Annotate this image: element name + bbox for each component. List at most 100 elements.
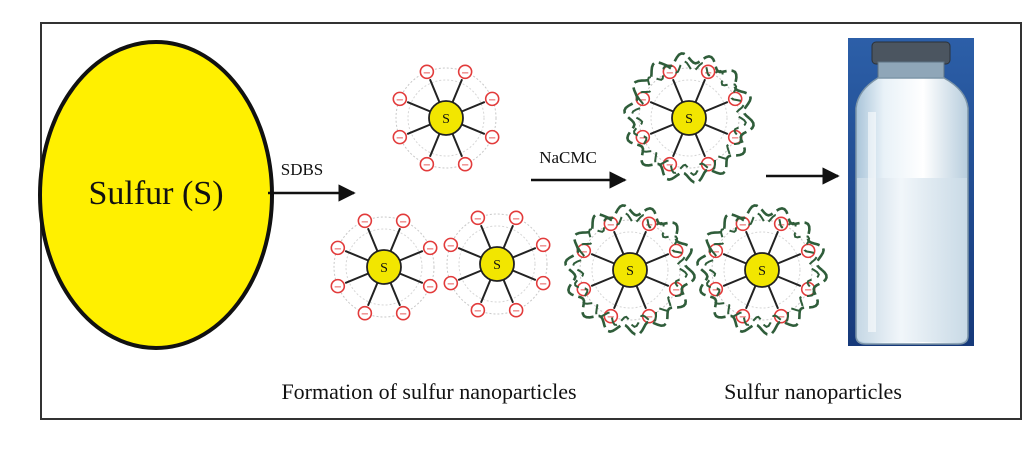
charge-sign: − xyxy=(607,220,615,231)
charge-sign: − xyxy=(672,285,680,296)
particle-core-label: S xyxy=(493,258,501,273)
charge-sign: − xyxy=(426,244,434,255)
surfactant-tail xyxy=(460,123,486,135)
surfactant-tail xyxy=(590,253,616,265)
particle-core xyxy=(744,252,780,288)
charge-sign: − xyxy=(396,95,404,106)
particle-core-label: S xyxy=(758,264,766,279)
surfactant-tail xyxy=(776,275,802,287)
surfactant-tail xyxy=(367,227,379,253)
nacmc-particle-right: −−−−−−−−S xyxy=(696,204,828,336)
negative-charge xyxy=(443,237,459,253)
surfactant-tail xyxy=(389,281,401,307)
charge-sign: − xyxy=(399,217,407,228)
surfactant-tail xyxy=(590,275,616,287)
step2-label: NaCMC xyxy=(539,148,597,167)
negative-charge xyxy=(419,156,435,172)
particle-core xyxy=(479,246,515,282)
surfactant-tail xyxy=(398,250,424,262)
charge-sign: − xyxy=(361,217,369,228)
guide-ring-inner xyxy=(591,231,669,309)
negative-charge xyxy=(457,156,473,172)
surfactant-tail xyxy=(672,132,684,158)
surfactant-tail xyxy=(406,123,432,135)
sdbs-particle-right: −−−−−−−−S xyxy=(443,210,551,318)
charge-sign: − xyxy=(739,312,747,323)
charge-sign: − xyxy=(512,214,520,225)
negative-charge xyxy=(508,210,524,226)
bulk-sulfur: Sulfur (S) xyxy=(38,40,274,350)
surfactant-tail xyxy=(511,247,537,259)
negative-charge xyxy=(392,91,408,107)
surfactant-tail xyxy=(776,253,802,265)
guide-ring-inner xyxy=(650,79,728,157)
negative-charge xyxy=(484,91,500,107)
surfactant-tail xyxy=(344,272,370,284)
particle-core xyxy=(671,100,707,136)
guide-ring-inner xyxy=(345,228,423,306)
bulk-sulfur-ellipse xyxy=(38,40,274,350)
charge-sign: − xyxy=(539,241,547,252)
negative-charge xyxy=(422,240,438,256)
surfactant-tail xyxy=(480,278,492,304)
charge-sign: − xyxy=(731,133,739,144)
negative-charge xyxy=(470,210,486,226)
charge-sign: − xyxy=(512,306,520,317)
negative-charge xyxy=(395,305,411,321)
charge-sign: − xyxy=(488,95,496,106)
negative-charge xyxy=(457,64,473,80)
charge-sign: − xyxy=(580,285,588,296)
vial-liquid xyxy=(857,178,967,342)
charge-sign: − xyxy=(426,282,434,293)
vial-photo xyxy=(848,38,974,346)
charge-sign: − xyxy=(447,241,455,252)
surfactant-tail xyxy=(644,253,670,265)
polymer-chain xyxy=(704,212,820,328)
charge-sign: − xyxy=(539,279,547,290)
charge-sign: − xyxy=(423,68,431,79)
surfactant-tail xyxy=(694,132,706,158)
charge-sign: − xyxy=(666,160,674,171)
polymer-chain xyxy=(564,204,696,336)
charge-sign: − xyxy=(712,247,720,258)
polymer-chain xyxy=(623,52,755,184)
charge-sign: − xyxy=(645,312,653,323)
guide-ring-inner xyxy=(458,225,536,303)
charge-sign: − xyxy=(461,68,469,79)
negative-charge xyxy=(330,278,346,294)
step2-arrow-group: NaCMC xyxy=(531,148,627,189)
negative-charge xyxy=(535,275,551,291)
guide-ring-inner xyxy=(407,79,485,157)
vial-cap xyxy=(871,41,951,65)
surfactant-tail xyxy=(511,269,537,281)
charge-sign: − xyxy=(334,244,342,255)
bulk-sulfur-label: Sulfur (S) xyxy=(88,175,223,212)
surfactant-tail xyxy=(502,224,514,250)
surfactant-tail xyxy=(429,132,441,158)
charge-sign: − xyxy=(447,279,455,290)
charge-sign: − xyxy=(804,285,812,296)
step1-arrow-group: SDBS xyxy=(268,160,356,202)
sdbs-particle-left: −−−−−−−−S xyxy=(330,213,438,321)
surfactant-tail xyxy=(703,101,729,113)
charge-sign: − xyxy=(639,95,647,106)
charge-sign: − xyxy=(334,282,342,293)
surfactant-tail xyxy=(745,230,757,256)
charge-sign: − xyxy=(488,133,496,144)
charge-sign: − xyxy=(474,306,482,317)
charge-sign: − xyxy=(399,309,407,320)
negative-charge xyxy=(392,129,408,145)
negative-charge xyxy=(443,275,459,291)
surfactant-tail xyxy=(649,123,675,135)
particle-core-label: S xyxy=(626,264,634,279)
polymer-chain xyxy=(696,204,828,336)
step1-label: SDBS xyxy=(281,160,324,179)
guide-ring xyxy=(333,216,435,318)
negative-charge xyxy=(357,305,373,321)
surfactant-tail xyxy=(722,253,748,265)
negative-charge xyxy=(395,213,411,229)
negative-charge xyxy=(422,278,438,294)
polymer-chain xyxy=(631,60,747,176)
charge-sign: − xyxy=(739,220,747,231)
